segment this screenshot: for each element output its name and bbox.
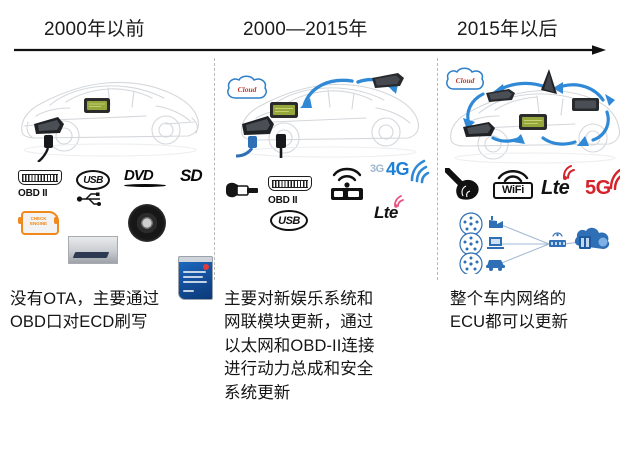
ethernet-cable-icon — [224, 180, 260, 207]
caption-line: 没有OTA，主要通过 — [10, 290, 160, 308]
caption-line: 以太网和OBD-II连接 — [224, 336, 375, 355]
obd2-connector-icon — [18, 170, 62, 185]
illustration-pre-2000 — [6, 58, 214, 163]
column-post-2015: Cloud — [441, 58, 620, 280]
sd-memory-card-icon — [178, 256, 213, 300]
router-node — [549, 232, 566, 247]
sd-card-dot — [203, 264, 209, 270]
satellite-icon — [444, 167, 483, 207]
check-engine-label: CHECK ENGINE — [29, 216, 47, 227]
wifi-router-icon — [328, 158, 368, 207]
icon-band-pre-2000: OBD II USB DVD — [6, 162, 214, 300]
antenna-module-icon — [533, 68, 563, 103]
caption-line: 进行动力总成和安全 — [224, 360, 374, 379]
usb-trident-icon — [76, 192, 104, 211]
network-4g-icon: 4G — [386, 159, 410, 179]
cloud-label: Cloud — [238, 85, 257, 94]
cloud-icon: Cloud — [443, 66, 487, 101]
lte-signal-icon — [394, 195, 404, 208]
column-divider-1 — [214, 58, 215, 280]
sd-wordmark-text: SD — [180, 166, 203, 185]
network-signal-arcs-icon — [410, 159, 430, 184]
dvd-wordmark-text: DVD — [124, 167, 154, 184]
lte-wordmark-icon: Lte — [541, 177, 570, 199]
usb-wordmark-icon: USB — [270, 210, 308, 231]
check-engine-nub-right — [54, 217, 58, 224]
icon-band-post-2015: WiFi Lte 5G — [441, 164, 620, 280]
sd-card-line-2 — [183, 276, 203, 278]
caption-line: ECU都可以更新 — [450, 313, 569, 332]
green-ecu-module — [270, 102, 298, 123]
cloud-label: Cloud — [456, 76, 475, 85]
check-engine-nub-left — [18, 217, 22, 224]
cloud-server-node — [574, 227, 610, 249]
caption-2000-2015: 主要对新娱乐系统和 网联模块更新，通过 以太网和OBD-II连接 进行动力总成和… — [224, 288, 430, 405]
caption-line: 系统更新 — [224, 383, 291, 402]
network-5g-icon: 5G — [585, 177, 611, 199]
wifi-label: WiFi — [493, 182, 533, 199]
sd-card-line-3 — [183, 281, 207, 283]
caption-line: OBD口对ECD刷写 — [10, 313, 148, 332]
factory-node — [459, 212, 503, 236]
sd-wordmark-icon: SD — [180, 166, 203, 185]
network-5g-arcs-icon — [609, 168, 620, 190]
black-ecu-module-left — [485, 88, 517, 108]
era-label-post-2015: 2015年以后 — [457, 19, 558, 40]
black-ecu-module — [370, 72, 406, 94]
check-engine-body — [21, 211, 59, 235]
head-unit-slot — [72, 252, 110, 258]
illustration-2000-2015: Cloud — [218, 58, 436, 158]
obd2-connector-icon — [268, 176, 312, 191]
obd2-label: OBD II — [268, 195, 298, 206]
cloud-icon: Cloud — [224, 74, 270, 109]
dvd-disc-icon — [128, 204, 166, 242]
green-ecu-module — [84, 98, 110, 118]
era-label-pre-2000: 2000年以前 — [44, 19, 145, 40]
illustration-post-2015: Cloud — [441, 58, 620, 164]
era-label-2000-2015: 2000—2015年 — [243, 19, 368, 40]
dvd-wordmark-icon: DVD — [124, 168, 166, 187]
green-ecu-module — [519, 114, 547, 135]
obd-cable-connector — [32, 114, 92, 167]
column-pre-2000: OBD II USB DVD — [6, 58, 214, 300]
caption-line: 主要对新娱乐系统和 — [224, 290, 374, 308]
car-outline-illustration — [241, 83, 420, 158]
vehicle-node — [459, 252, 505, 274]
wifi-label-box: WiFi — [493, 182, 533, 199]
column-2000-2015: Cloud — [218, 58, 436, 278]
lte-signal-icon — [563, 165, 575, 180]
lte-wordmark-icon: Lte — [374, 203, 398, 222]
icon-band-2000-2015: OBD II USB 3G 4G — [218, 158, 436, 278]
dvd-wordmark-base — [124, 184, 166, 187]
ethernet-cable-connector — [234, 112, 304, 163]
column-divider-2 — [437, 58, 438, 280]
connected-vehicle-network-diagram — [459, 212, 610, 274]
caption-line: 网联模块更新，通过 — [224, 313, 374, 332]
caption-pre-2000: 没有OTA，主要通过 OBD口对ECD刷写 — [10, 288, 210, 335]
blue-network-arrows — [463, 81, 615, 146]
usb-wordmark-icon: USB — [76, 170, 110, 190]
head-unit-device-icon — [68, 236, 118, 264]
caption-line: 整个车内网络的 — [450, 290, 567, 308]
sd-card-line-4 — [183, 290, 194, 292]
obd2-label: OBD II — [18, 188, 48, 199]
network-3g-icon: 3G — [370, 163, 384, 175]
wifi-wordmark-icon — [493, 166, 533, 187]
office-node — [459, 232, 504, 256]
sd-card-line-1 — [183, 271, 206, 273]
black-ecu-module-right — [571, 96, 601, 119]
black-ecu-module-front — [461, 120, 497, 143]
check-engine-lamp-icon: CHECK ENGINE — [18, 208, 59, 235]
caption-post-2015: 整个车内网络的 ECU都可以更新 — [450, 288, 620, 335]
timeline-arrow-icon — [14, 45, 606, 55]
